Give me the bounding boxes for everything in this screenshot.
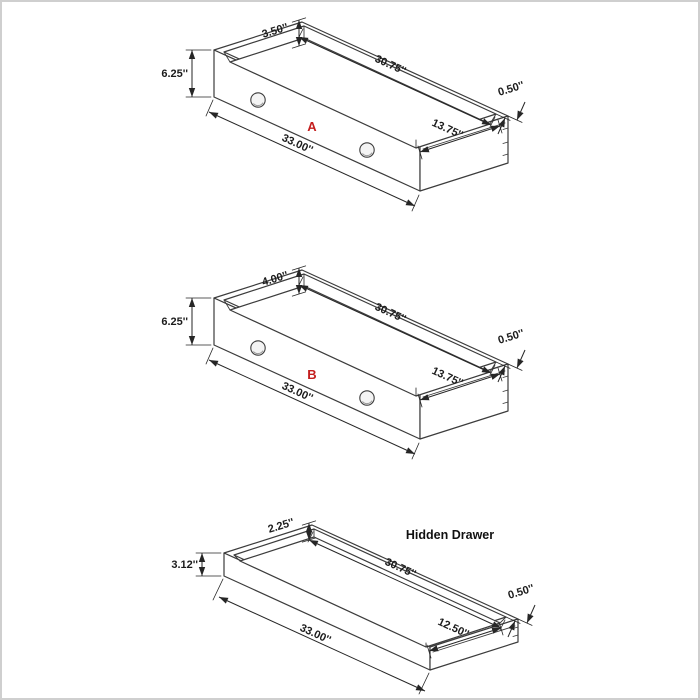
drawer-b-letter: B xyxy=(307,367,316,382)
hidden-drawer-shape xyxy=(196,521,535,694)
hidden-drawer-overall-width-label: 33.00'' xyxy=(298,622,333,647)
hidden-drawer-front-height-label: 3.12'' xyxy=(171,559,198,571)
drawer-b-wall-thickness-label: 0.50'' xyxy=(497,327,526,346)
drawer-b-diagram: 4.00'' 30.75'' 6.25'' 0.50'' 13.75'' 33.… xyxy=(161,266,526,459)
drawer-a-letter: A xyxy=(307,119,317,134)
drawer-b-shape xyxy=(186,266,525,459)
hidden-drawer-title: Hidden Drawer xyxy=(406,528,494,542)
hidden-drawer-wall-thickness-label: 0.50'' xyxy=(507,582,536,601)
drawer-a-shape xyxy=(186,18,525,211)
drawer-a-wall-thickness-label: 0.50'' xyxy=(497,79,526,98)
drawer-b-front-height-label: 6.25'' xyxy=(161,316,188,328)
hidden-drawer-diagram: Hidden Drawer 2.25'' 30.75'' 3.12'' 0.50… xyxy=(171,516,536,694)
drawer-a-front-height-label: 6.25'' xyxy=(161,68,188,80)
drawer-a-diagram: 3.50'' 30.75'' 6.25'' 0.50'' 13.75'' 33.… xyxy=(161,18,526,211)
